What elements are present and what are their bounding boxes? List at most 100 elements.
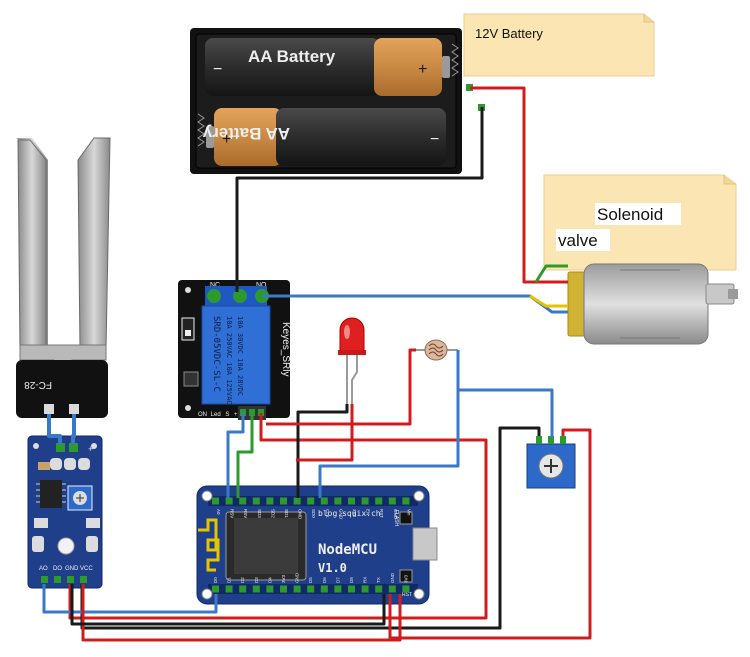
nodemcu-pin-label: SD0 xyxy=(311,509,316,518)
soil-sensor-module: + AO DO GND VCC xyxy=(27,435,103,589)
nodemcu-version: V1.0 xyxy=(318,561,347,575)
nodemcu-pin-label: D1 xyxy=(227,577,232,583)
svg-text:−: − xyxy=(213,61,222,78)
wire-battery-negative xyxy=(235,107,484,292)
rst-button-label: RST xyxy=(402,592,412,598)
wire-ldr-left xyxy=(266,348,416,426)
nodemcu-pin-label: D6 xyxy=(322,577,327,583)
nodemcu-pin-header xyxy=(388,585,396,593)
nodemcu-pin-header xyxy=(361,585,369,593)
svg-text:+: + xyxy=(418,61,427,78)
wire-relay-vcc xyxy=(236,413,254,498)
nodemcu-pin-label: 3V3 xyxy=(403,574,408,583)
nodemcu-pin-header xyxy=(334,497,342,505)
nodemcu-pin-label: D4 xyxy=(267,577,272,583)
battery-cell-1-label: AA Battery xyxy=(248,47,336,66)
sensor-pin-gnd: GND xyxy=(65,566,79,572)
wire-relay-no-to-solenoid xyxy=(262,294,568,314)
relay-pin-s: S xyxy=(225,412,229,418)
nodemcu-pin-header xyxy=(266,497,274,505)
relay-part-number: SRD-05VDC-SL-C xyxy=(211,316,221,392)
wire-sensor-vcc xyxy=(81,584,402,642)
wire-led-anode xyxy=(296,404,349,498)
wire-solenoid-yellow xyxy=(529,294,568,308)
nodemcu-pin-header xyxy=(212,585,219,593)
relay-pin-no: NO xyxy=(256,282,267,289)
battery-pack: AA Battery − + AA Battery + − xyxy=(190,28,485,174)
nodemcu-pin-label: GND xyxy=(393,509,398,520)
nodemcu-pin-label: RSV xyxy=(230,509,235,518)
usb-connector[interactable] xyxy=(412,527,438,561)
relay-pin-nc: NC xyxy=(210,282,220,289)
nodemcu-pin-header xyxy=(402,585,410,593)
wire-probe-left xyxy=(47,414,62,444)
nodemcu-pin-label: SD2 xyxy=(270,509,275,518)
red-led xyxy=(338,317,366,404)
rst-button[interactable] xyxy=(399,569,413,583)
nodemcu-pin-header xyxy=(388,497,396,505)
nodemcu-title: NodeMCU xyxy=(318,542,377,558)
nodemcu-pin-label: SD1 xyxy=(284,509,289,518)
nodemcu-pin-label: SD3 xyxy=(257,509,262,518)
svg-text:ON Led S +: ON Led S + - xyxy=(198,412,244,418)
solenoid-valve xyxy=(567,263,738,345)
wire-probe-right xyxy=(71,414,76,444)
relay-pin-plus: + xyxy=(234,412,238,418)
nodemcu-pin-label: D0 xyxy=(213,577,218,583)
nodemcu-pin-label: CLK xyxy=(325,509,330,518)
solenoid-note-line2: valve xyxy=(558,231,598,250)
solenoid-note: Solenoid valve xyxy=(543,174,737,271)
nodemcu-pin-header xyxy=(252,585,260,593)
nodemcu-pin-header xyxy=(348,585,355,593)
nodemcu-pin-header xyxy=(225,585,233,593)
photoresistor xyxy=(416,339,458,361)
nodemcu-pin-label: GND xyxy=(390,572,395,583)
nodemcu-pin-header xyxy=(320,585,328,593)
wire-battery-positive xyxy=(470,86,568,284)
nodemcu-pin-header xyxy=(266,585,274,593)
nodemcu-pin-label: D2 xyxy=(240,577,245,583)
sensor-pin-do: DO xyxy=(53,566,62,572)
nodemcu-site: blog.squix.ch xyxy=(318,509,381,518)
nodemcu-pin-header xyxy=(252,497,260,505)
nodemcu-pin-label: RX xyxy=(363,577,368,583)
nodemcu-pin-label: GND xyxy=(338,509,343,520)
wire-ldr-right xyxy=(456,350,554,438)
nodemcu-pin-header xyxy=(375,497,383,505)
nodemcu-pin-header xyxy=(361,497,369,505)
nodemcu-pin-header xyxy=(212,497,219,505)
nodemcu-pin-label: TX xyxy=(376,577,381,583)
nodemcu-pin-label: EN xyxy=(366,509,371,515)
potentiometer xyxy=(526,436,576,489)
nodemcu-pin-label: 3V3 xyxy=(352,509,357,518)
solenoid-note-line1: Solenoid xyxy=(597,205,663,224)
flash-button[interactable] xyxy=(399,511,413,525)
nodemcu-pin-header xyxy=(239,497,247,505)
nodemcu-pin-label: D5 xyxy=(308,577,313,583)
wire-solenoid-green xyxy=(534,264,568,283)
nodemcu-pin-header xyxy=(402,497,410,505)
nodemcu-pin-header xyxy=(307,497,315,505)
nodemcu-pin-label: D7 xyxy=(335,577,340,583)
nodemcu-pin-label: A0 xyxy=(216,509,221,515)
nodemcu-pin-header xyxy=(293,585,301,593)
relay-pin-on: ON xyxy=(198,412,207,418)
nodemcu-pin-label: RST xyxy=(379,509,384,518)
battery-cell-1: AA Battery − + xyxy=(205,38,450,96)
wire-ldr-to-nodemcu xyxy=(318,390,460,498)
nodemcu-pin-header xyxy=(334,585,342,593)
nodemcu-pin-label: 3V3 xyxy=(281,574,286,583)
nodemcu-pin-header xyxy=(280,585,287,593)
nodemcu-pin-header xyxy=(239,585,247,593)
relay-module: NC NO SRD-05VDC-SL-C 10A 250VAC 10A 125V… xyxy=(178,280,291,420)
relay-rating-1: 10A 250VAC 10A 125VAC xyxy=(225,316,233,405)
nodemcu-pin-label: D3 xyxy=(254,577,259,583)
nodemcu-pin-header xyxy=(293,497,301,505)
nodemcu-pin-header xyxy=(280,497,287,505)
battery-note: 12V Battery xyxy=(463,13,655,77)
